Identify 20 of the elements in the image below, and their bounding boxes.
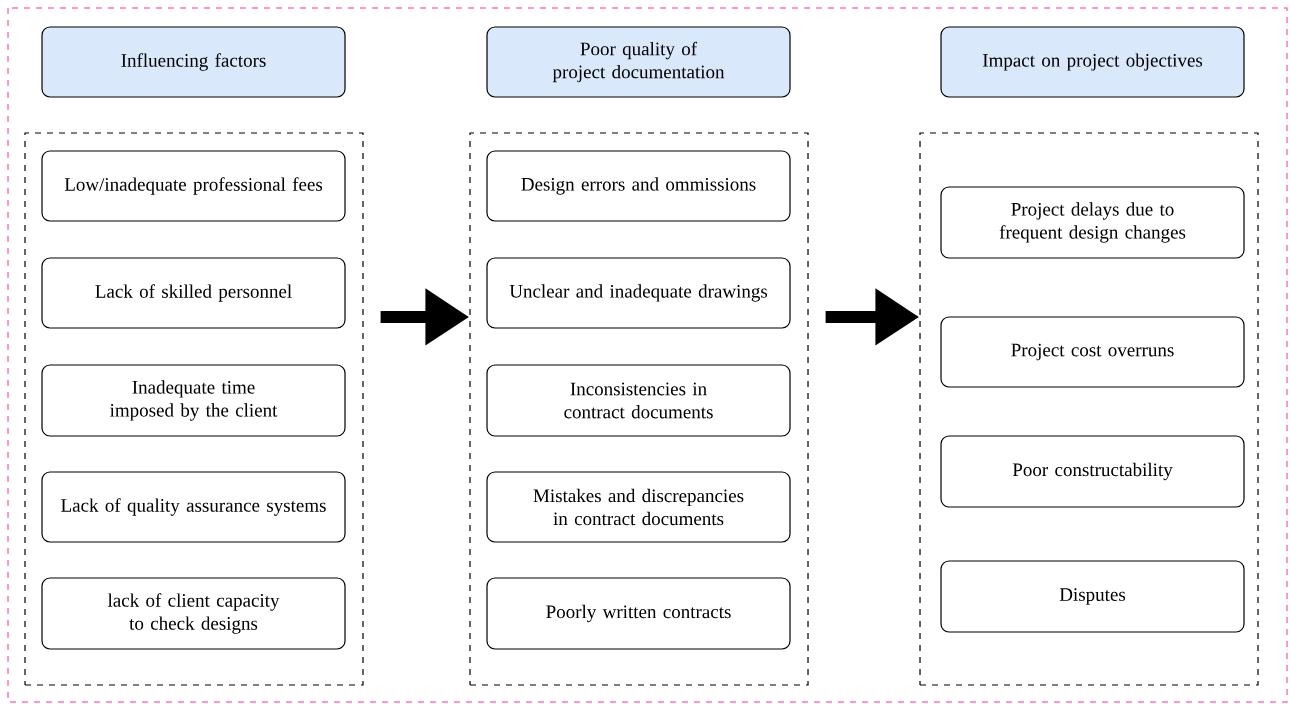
item-box: Project delays due to frequent design changes <box>940 186 1245 259</box>
header-box: Influencing factors <box>41 26 346 98</box>
item-box: Project cost overruns <box>940 316 1245 388</box>
dashed-group-box <box>919 132 1259 686</box>
item-box: Poor constructability <box>940 435 1245 508</box>
item-box: Poorly written contracts <box>486 577 791 650</box>
item-box: Lack of quality assurance systems <box>41 471 346 543</box>
item-box: Disputes <box>940 560 1245 633</box>
header-box: Impact on project objectives <box>940 26 1245 98</box>
dashed-group-box <box>469 132 809 686</box>
item-box: Design errors and ommissions <box>486 150 791 222</box>
item-box: Lack of skilled personnel <box>41 257 346 329</box>
item-box: Inconsistencies in contract documents <box>486 364 791 437</box>
item-box: Unclear and inadequate drawings <box>486 257 791 329</box>
dashed-group-box <box>24 132 364 686</box>
item-box: Low/inadequate professional fees <box>41 150 346 222</box>
header-box: Poor quality of project documentation <box>486 26 791 98</box>
item-box: lack of client capacity to check designs <box>41 577 346 650</box>
item-box: Inadequate time imposed by the client <box>41 364 346 437</box>
item-box: Mistakes and discrepancies in contract documents <box>486 471 791 543</box>
